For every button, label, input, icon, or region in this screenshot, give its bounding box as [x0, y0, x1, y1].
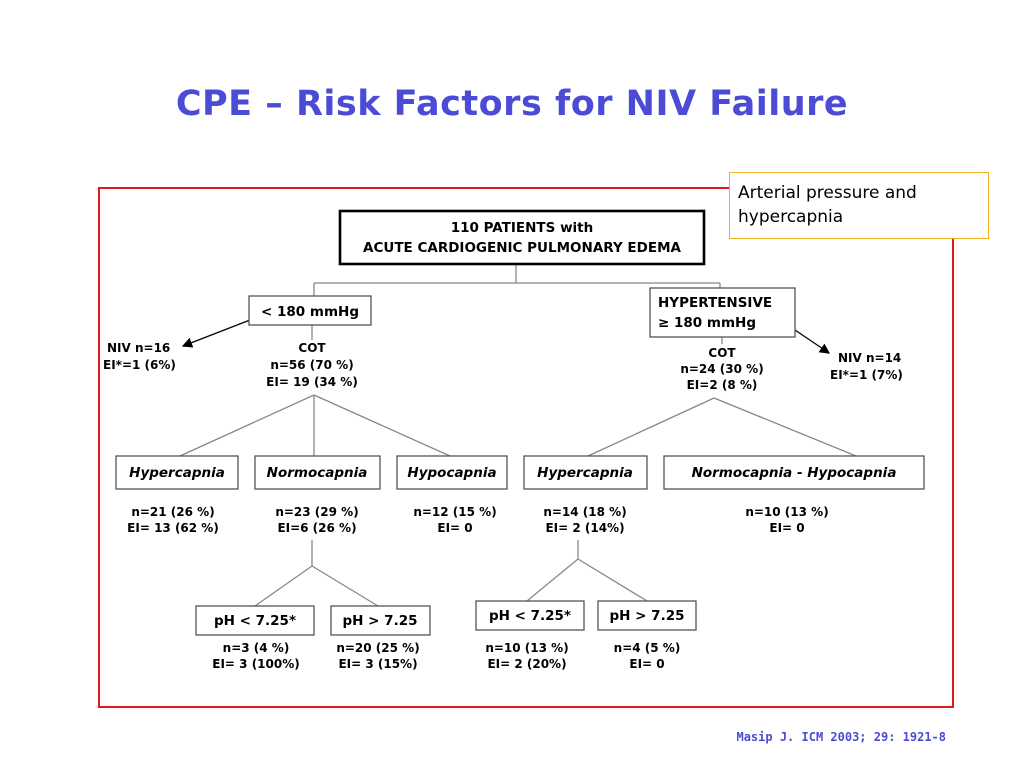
- root-box: [338, 209, 706, 266]
- right-niv-node: NIV n=14 EI*=1 (7%): [830, 351, 903, 382]
- r-normohypo-node: Normocapnia - Hypocapnia n=10 (13 %) EI=…: [663, 455, 925, 535]
- edge-to-l-ph-high: [311, 565, 379, 607]
- l-hyper-line1: n=21 (26 %): [131, 505, 214, 519]
- diagram-edges: [179, 264, 857, 607]
- l-hypo-label: Hypocapnia: [407, 465, 496, 481]
- l-ph-high-box: [330, 605, 431, 636]
- left-niv-line2: EI*=1 (6%): [103, 358, 176, 372]
- l-ph-low-box: [195, 605, 315, 636]
- r-normohypo-line2: EI= 0: [769, 521, 804, 535]
- r-ph-high-node: pH > 7.25 n=4 (5 %) EI= 0: [597, 600, 697, 671]
- r-ph-low-box: [475, 600, 585, 631]
- l-ph-high-node: pH > 7.25 n=20 (25 %) EI= 3 (15%): [330, 605, 431, 671]
- right-cot-line3: EI=2 (8 %): [687, 378, 758, 392]
- l-hypo-box: [396, 455, 508, 490]
- l-normo-line1: n=23 (29 %): [275, 505, 358, 519]
- l-normo-node: Normocapnia n=23 (29 %) EI=6 (26 %): [254, 455, 381, 535]
- edge-cot-to-l-hyper: [179, 394, 315, 457]
- root-line2: ACUTE CARDIOGENIC PULMONARY EDEMA: [363, 240, 681, 256]
- l-hypo-line2: EI= 0: [437, 521, 472, 535]
- l-hypo-line1: n=12 (15 %): [413, 505, 496, 519]
- r-hyper-box: [523, 455, 648, 490]
- citation: Masip J. ICM 2003; 29: 1921-8: [736, 730, 946, 744]
- left-cot-line2: n=56 (70 %): [270, 358, 353, 372]
- l-hyper-label: Hypercapnia: [129, 465, 225, 481]
- l-hyper-box: [115, 455, 239, 490]
- r-hyper-node: Hypercapnia n=14 (18 %) EI= 2 (14%): [523, 455, 648, 535]
- right-cot-line2: n=24 (30 %): [680, 362, 763, 376]
- right-cot-node: COT n=24 (30 %) EI=2 (8 %): [680, 346, 763, 392]
- r-hyper-label: Hypercapnia: [537, 465, 633, 481]
- l-ph-low-line1: n=3 (4 %): [223, 641, 290, 655]
- r-ph-high-line1: n=4 (5 %): [614, 641, 681, 655]
- r-hyper-line1: n=14 (18 %): [543, 505, 626, 519]
- high-bp-box: [649, 287, 796, 338]
- r-ph-high-line2: EI= 0: [629, 657, 664, 671]
- diagram-frame: [98, 187, 954, 708]
- l-hypo-node: Hypocapnia n=12 (15 %) EI= 0: [396, 455, 508, 535]
- l-ph-low-label: pH < 7.25*: [214, 613, 296, 629]
- arrow-to-right-niv: [794, 329, 831, 354]
- r-ph-low-line1: n=10 (13 %): [485, 641, 568, 655]
- r-ph-low-node: pH < 7.25* n=10 (13 %) EI= 2 (20%): [475, 600, 585, 671]
- r-normohypo-label: Normocapnia - Hypocapnia: [692, 465, 897, 481]
- edge-to-r-ph-high: [577, 558, 648, 602]
- l-hyper-line2: EI= 13 (62 %): [127, 521, 219, 535]
- l-ph-high-label: pH > 7.25: [343, 613, 418, 629]
- root-node: 110 PATIENTS with ACUTE CARDIOGENIC PULM…: [338, 209, 706, 266]
- edge-to-r-ph-low: [526, 558, 579, 602]
- high-bp-line1: HYPERTENSIVE: [658, 295, 772, 311]
- slide-title: CPE – Risk Factors for NIV Failure: [175, 84, 849, 124]
- root-line1: 110 PATIENTS with: [451, 220, 593, 236]
- l-ph-low-node: pH < 7.25* n=3 (4 %) EI= 3 (100%): [195, 605, 315, 671]
- low-bp-box: [248, 295, 372, 326]
- l-normo-label: Normocapnia: [267, 465, 368, 481]
- r-ph-low-line2: EI= 2 (20%): [487, 657, 566, 671]
- arrow-to-left-niv: [181, 319, 251, 348]
- l-ph-low-line2: EI= 3 (100%): [212, 657, 299, 671]
- r-normohypo-line1: n=10 (13 %): [745, 505, 828, 519]
- r-ph-low-label: pH < 7.25*: [489, 608, 571, 624]
- left-cot-line3: EI= 19 (34 %): [266, 375, 358, 389]
- l-ph-high-line2: EI= 3 (15%): [338, 657, 417, 671]
- left-cot-node: COT n=56 (70 %) EI= 19 (34 %): [266, 341, 358, 389]
- edge-to-l-ph-low: [254, 565, 313, 607]
- right-niv-line2: EI*=1 (7%): [830, 368, 903, 382]
- r-ph-high-label: pH > 7.25: [610, 608, 685, 624]
- edge-cot-to-r-hyper: [587, 397, 715, 457]
- l-normo-box: [254, 455, 381, 490]
- edge-cot-to-l-hypo: [313, 394, 451, 457]
- low-bp-node: < 180 mmHg: [248, 295, 372, 326]
- high-bp-line2: ≥ 180 mmHg: [658, 315, 756, 331]
- r-ph-high-box: [597, 600, 697, 631]
- r-hyper-line2: EI= 2 (14%): [545, 521, 624, 535]
- right-cot-line1: COT: [708, 346, 736, 360]
- l-normo-line2: EI=6 (26 %): [277, 521, 356, 535]
- l-hyper-node: Hypercapnia n=21 (26 %) EI= 13 (62 %): [115, 455, 239, 535]
- left-niv-line1: NIV n=16: [107, 341, 170, 355]
- high-bp-node: HYPERTENSIVE ≥ 180 mmHg: [649, 287, 796, 338]
- edge-cot-to-r-normohypo: [713, 397, 857, 457]
- r-normohypo-box: [663, 455, 925, 490]
- low-bp-label: < 180 mmHg: [261, 304, 359, 320]
- callout-note: Arterial pressure and hypercapnia: [729, 172, 989, 239]
- left-niv-node: NIV n=16 EI*=1 (6%): [103, 341, 176, 372]
- l-ph-high-line1: n=20 (25 %): [336, 641, 419, 655]
- left-cot-line1: COT: [298, 341, 326, 355]
- right-niv-line1: NIV n=14: [838, 351, 901, 365]
